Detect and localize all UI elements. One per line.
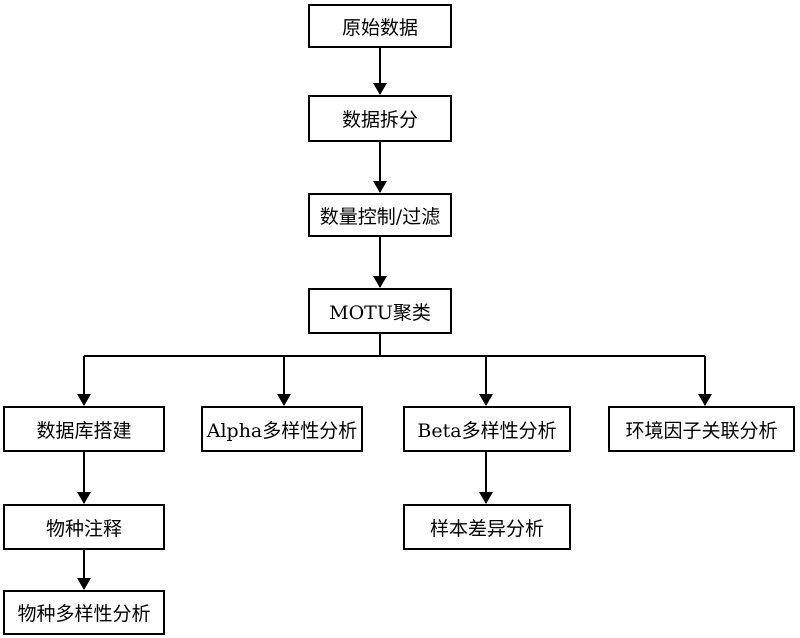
node-raw-data: 原始数据 <box>308 4 452 48</box>
node-database-build: 数据库搭建 <box>3 406 165 452</box>
node-species-diversity: 物种多样性分析 <box>3 590 165 635</box>
node-motu-clustering: MOTU聚类 <box>308 288 452 334</box>
node-quality-control: 数量控制/过滤 <box>308 193 452 237</box>
node-env-factor-analysis: 环境因子关联分析 <box>608 406 795 452</box>
node-species-annotation: 物种注释 <box>3 504 165 550</box>
node-data-split: 数据拆分 <box>308 95 452 142</box>
node-beta-diversity: Beta多样性分析 <box>403 406 571 452</box>
node-sample-difference: 样本差异分析 <box>403 504 571 550</box>
node-alpha-diversity: Alpha多样性分析 <box>201 406 363 452</box>
